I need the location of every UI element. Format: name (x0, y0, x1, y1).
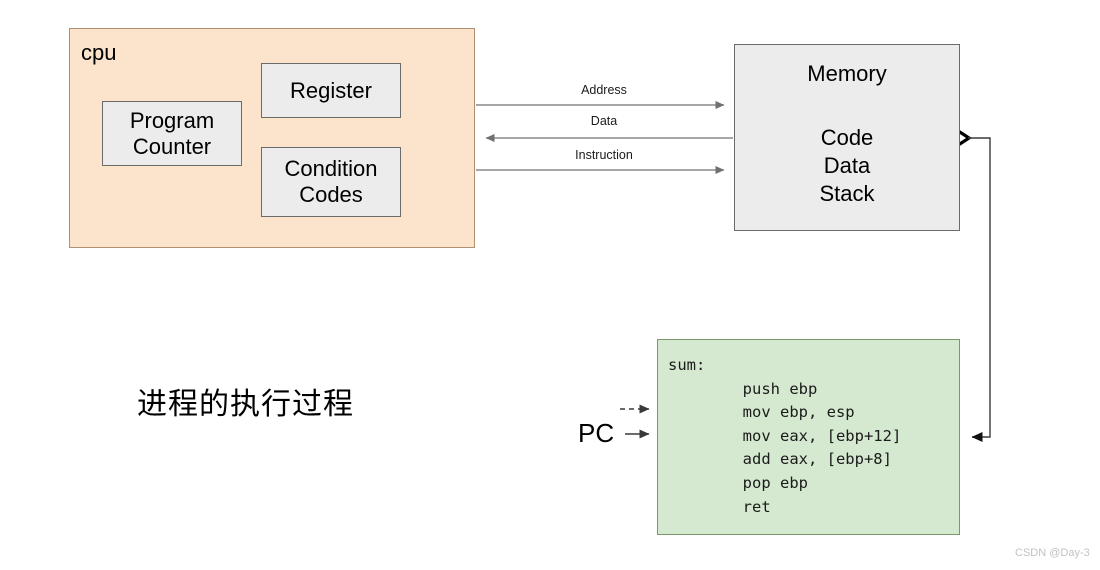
memory-box[interactable] (734, 44, 960, 231)
condition-codes-label: Condition Codes (284, 156, 378, 207)
program-counter-box[interactable]: Program Counter (102, 101, 242, 166)
memory-to-code-connector (968, 137, 991, 442)
memory-title: Memory (807, 61, 887, 86)
register-box[interactable]: Register (261, 63, 401, 118)
register-label: Register (290, 77, 372, 103)
address-bus-label: Address (581, 83, 627, 97)
code-block-box[interactable] (657, 339, 960, 535)
memory-segment-data: Data (823, 153, 871, 179)
instruction-bus-label: Instruction (575, 148, 633, 162)
diagram-caption: 进程的执行过程 (137, 388, 354, 421)
data-bus-label: Data (590, 114, 618, 128)
assembly-code-listing: sum: push ebp mov ebp, esp mov eax, [ebp… (668, 356, 902, 516)
memory-segment-list: Code Data Stack (734, 124, 960, 208)
pc-pointer-label: PC (578, 418, 615, 448)
cpu-label: cpu (81, 40, 117, 65)
condition-codes-box[interactable]: Condition Codes (261, 147, 401, 217)
memory-segment-code: Code (820, 125, 874, 150)
memory-segment-stack: Stack (819, 181, 875, 207)
program-counter-label: Program Counter (129, 107, 215, 159)
watermark-label: CSDN @Day-3 (1015, 547, 1090, 559)
